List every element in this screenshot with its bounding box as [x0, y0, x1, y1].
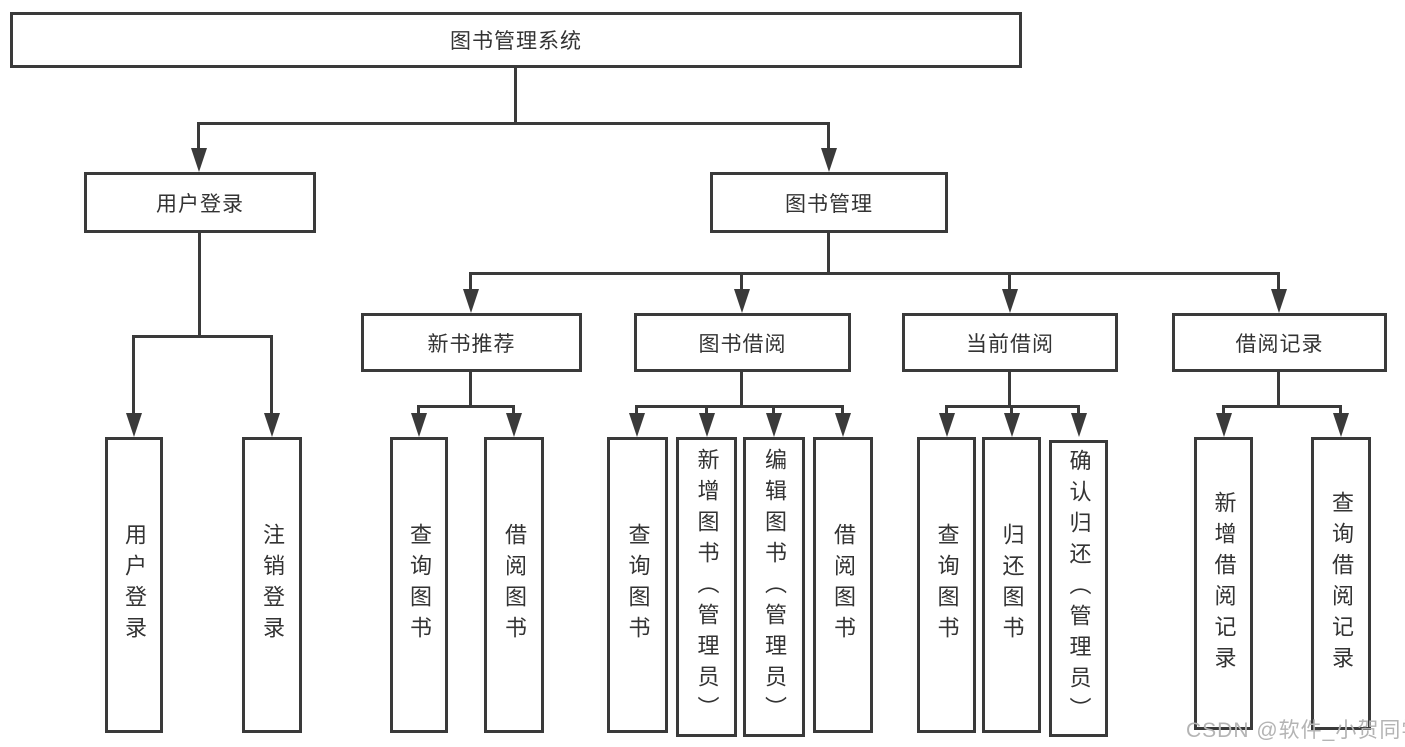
node-logout: 注销登录	[242, 437, 302, 733]
connector-line	[197, 122, 830, 125]
arrowhead-down-icon	[463, 289, 479, 313]
connector-line	[1008, 372, 1011, 407]
connector-line	[270, 335, 273, 415]
connector-line	[705, 405, 708, 415]
connector-line	[133, 335, 273, 338]
node-query-borrow-record: 查询借阅记录	[1311, 437, 1371, 730]
connector-line	[197, 122, 200, 152]
connector-line	[514, 68, 517, 124]
node-current-borrowing: 当前借阅	[902, 313, 1118, 372]
node-add-borrow-record: 新增借阅记录	[1194, 437, 1253, 730]
connector-line	[512, 405, 515, 415]
node-borrow-books: 借阅图书	[813, 437, 873, 733]
connector-line	[418, 405, 515, 408]
node-user-login: 用户登录	[84, 172, 316, 233]
connector-line	[1222, 405, 1225, 415]
connector-line	[827, 233, 830, 274]
node-edit-book-admin: 编辑图书（管理员）	[743, 437, 805, 737]
node-query-books: 查询图书	[607, 437, 668, 733]
connector-line	[1339, 405, 1342, 415]
arrowhead-down-icon	[264, 413, 280, 437]
arrowhead-down-icon	[126, 413, 142, 437]
connector-line	[198, 233, 201, 337]
connector-line	[740, 272, 743, 291]
arrowhead-down-icon	[699, 413, 715, 437]
arrowhead-down-icon	[1333, 413, 1349, 437]
arrowhead-down-icon	[629, 413, 645, 437]
node-library-system: 图书管理系统	[10, 12, 1022, 68]
arrowhead-down-icon	[939, 413, 955, 437]
connector-line	[827, 122, 830, 152]
arrowhead-down-icon	[821, 148, 837, 172]
arrowhead-down-icon	[1002, 289, 1018, 313]
connector-line	[635, 405, 638, 415]
connector-line	[841, 405, 844, 415]
connector-line	[132, 335, 135, 415]
connector-line	[636, 405, 843, 408]
connector-line	[740, 372, 743, 407]
connector-line	[417, 405, 420, 415]
connector-line	[1077, 405, 1080, 415]
node-query-books: 查询图书	[917, 437, 976, 733]
csdn-watermark: CSDN @软件_小贺同学	[1186, 719, 1405, 742]
node-borrow-books: 借阅图书	[484, 437, 544, 733]
connector-line	[1008, 272, 1011, 291]
connector-line	[772, 405, 775, 415]
connector-line	[945, 405, 948, 415]
arrowhead-down-icon	[191, 148, 207, 172]
node-user-login-leaf: 用户登录	[105, 437, 163, 733]
connector-line	[470, 272, 1280, 275]
connector-line	[1222, 405, 1341, 408]
connector-line	[1277, 372, 1280, 407]
arrowhead-down-icon	[506, 413, 522, 437]
node-borrowing-records: 借阅记录	[1172, 313, 1387, 372]
arrowhead-down-icon	[1216, 413, 1232, 437]
node-confirm-return-admin: 确认归还（管理员）	[1049, 440, 1108, 737]
connector-line	[469, 372, 472, 407]
node-new-book-recommendation: 新书推荐	[361, 313, 582, 372]
arrowhead-down-icon	[1004, 413, 1020, 437]
node-return-books: 归还图书	[982, 437, 1041, 733]
connector-line	[1010, 405, 1013, 415]
node-query-books: 查询图书	[390, 437, 448, 733]
arrowhead-down-icon	[766, 413, 782, 437]
connector-line	[469, 272, 472, 291]
node-book-borrowing: 图书借阅	[634, 313, 851, 372]
arrowhead-down-icon	[835, 413, 851, 437]
arrowhead-down-icon	[1071, 413, 1087, 437]
node-book-management: 图书管理	[710, 172, 948, 233]
arrowhead-down-icon	[1271, 289, 1287, 313]
arrowhead-down-icon	[734, 289, 750, 313]
arrowhead-down-icon	[411, 413, 427, 437]
connector-line	[1277, 272, 1280, 291]
node-add-book-admin: 新增图书（管理员）	[676, 437, 737, 737]
